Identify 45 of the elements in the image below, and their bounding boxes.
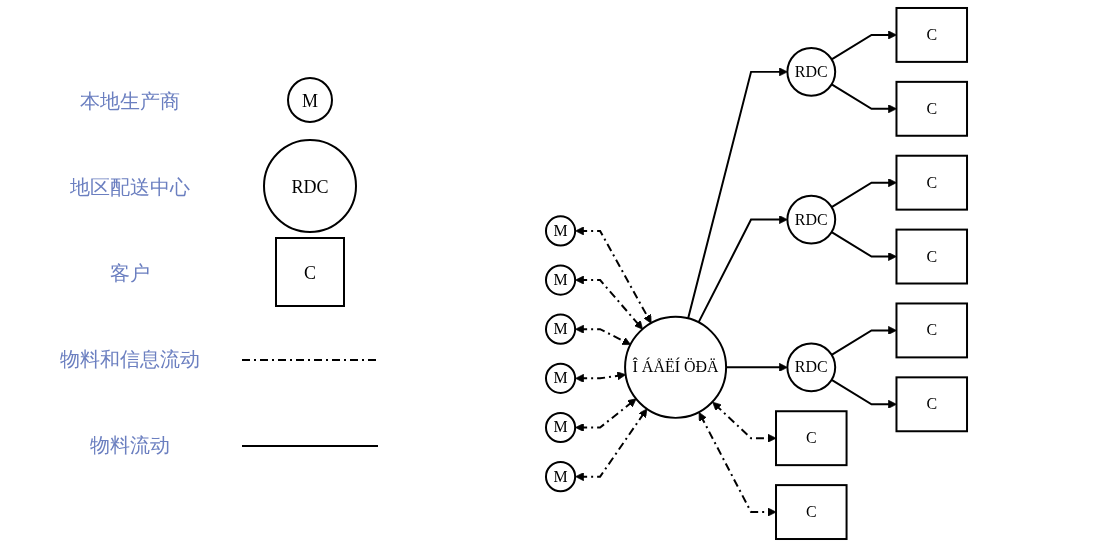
arrow [575, 226, 652, 324]
node-box: C [895, 302, 968, 359]
legend-text: 物料流动 [89, 432, 171, 459]
arrow [830, 178, 897, 209]
node-circle: M [545, 313, 577, 345]
arrow [575, 324, 631, 345]
node-box: C [895, 228, 968, 285]
legend-text: 地区配送中心 [69, 174, 191, 201]
arrow [712, 401, 777, 443]
node-circle: M [545, 215, 577, 247]
arrow [830, 378, 897, 409]
node-circle: M [545, 362, 577, 394]
node-circle: Î ÁÅËÍ ÖÐÄ [624, 315, 728, 419]
arrow [698, 412, 777, 517]
legend-symbol-text: C [304, 262, 316, 283]
legend-symbol-text: RDC [291, 176, 329, 197]
manufacturer-circle [286, 75, 334, 124]
node-circle: M [545, 461, 577, 493]
node-circle: RDC [786, 342, 837, 393]
arrow [830, 30, 897, 61]
node-box: C [775, 410, 848, 467]
node-box: C [895, 154, 968, 211]
arrow [575, 275, 643, 330]
arrow [830, 231, 897, 261]
legend-symbol-text: M [302, 90, 318, 111]
distribution-center-circle [262, 137, 358, 234]
legend-text: 本地生产商 [79, 88, 181, 115]
arrow [575, 398, 637, 432]
arrow [697, 215, 788, 324]
node-box: C [775, 484, 848, 540]
node-box: C [895, 376, 968, 433]
customer-square [275, 236, 345, 307]
legend-text: 物料和信息流动 [59, 346, 201, 373]
legend-text: 客户 [109, 260, 151, 287]
arrow [575, 408, 648, 482]
arrow [830, 83, 897, 114]
arrow [575, 371, 626, 383]
node-circle: M [545, 411, 577, 444]
node-circle: RDC [786, 194, 837, 245]
arrow [830, 326, 897, 356]
arrow [687, 67, 788, 320]
node-box: C [895, 80, 968, 137]
node-circle: M [545, 264, 577, 296]
node-box: C [895, 7, 968, 63]
node-circle: RDC [786, 46, 837, 97]
